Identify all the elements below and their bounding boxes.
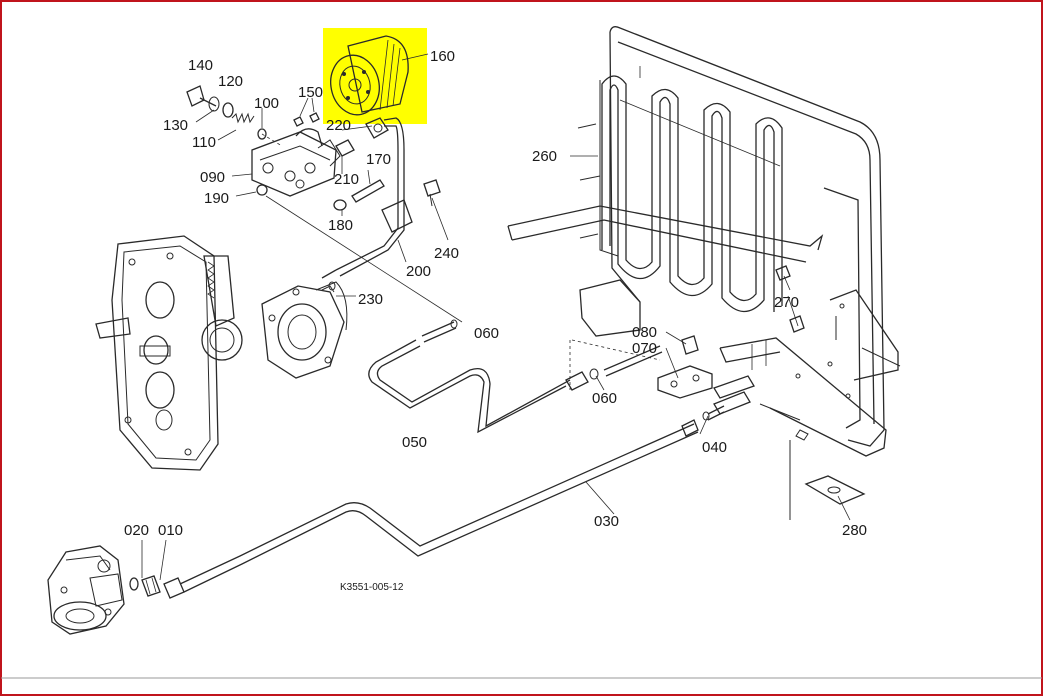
label-060-lower: 060 [592, 390, 617, 407]
pipe-030[interactable] [179, 423, 699, 593]
spring-110[interactable] [231, 112, 255, 124]
transmission-case [95, 235, 243, 471]
fitting-210[interactable] [335, 139, 355, 157]
union-040[interactable] [681, 405, 725, 437]
oil-filter-160[interactable] [323, 28, 427, 124]
bolts-150[interactable] [293, 112, 320, 127]
pipe-200[interactable] [335, 117, 413, 277]
label-140: 140 [188, 57, 213, 74]
oil-cooler-260[interactable] [507, 26, 901, 520]
plug-240[interactable] [423, 179, 441, 207]
label-130: 130 [163, 117, 188, 134]
label-170: 170 [366, 151, 391, 168]
plunger-100[interactable] [257, 128, 283, 147]
label-050: 050 [402, 434, 427, 451]
leader-lines [141, 53, 851, 581]
label-040: 040 [702, 439, 727, 456]
label-020: 020 [124, 522, 149, 539]
part-labels: 160 140 120 100 150 130 110 220 170 210 … [124, 48, 867, 593]
washer-120[interactable] [208, 96, 234, 118]
label-110: 110 [192, 134, 216, 151]
label-180: 180 [328, 217, 353, 234]
label-280: 280 [842, 522, 867, 539]
fitting-010[interactable] [141, 575, 185, 599]
label-010: 010 [158, 522, 183, 539]
pipe-050[interactable] [368, 339, 571, 434]
label-070: 070 [632, 340, 657, 357]
bolt-140[interactable] [186, 85, 217, 107]
label-080: 080 [632, 324, 657, 341]
label-210: 210 [334, 171, 359, 188]
label-090: 090 [200, 169, 225, 186]
bolt-170[interactable] [351, 179, 385, 203]
filter-highlight [323, 28, 427, 124]
label-220: 220 [326, 117, 351, 134]
label-230: 230 [358, 291, 383, 308]
union-060-lower[interactable] [565, 345, 663, 391]
hydraulic-pump [47, 545, 125, 635]
label-160: 160 [430, 48, 455, 65]
label-150: 150 [298, 84, 323, 101]
flange-230[interactable] [261, 281, 348, 379]
bracket-090[interactable] [251, 128, 341, 197]
label-060-upper: 060 [474, 325, 499, 342]
label-240: 240 [434, 245, 459, 262]
label-030: 030 [594, 513, 619, 530]
label-200: 200 [406, 263, 431, 280]
oring-020[interactable] [129, 577, 139, 591]
washer-190[interactable] [256, 184, 268, 196]
fitting-220[interactable] [365, 117, 389, 139]
label-190: 190 [204, 190, 229, 207]
pipe-fittings-center [713, 375, 755, 415]
drawing-code: K3551-005-12 [340, 582, 404, 593]
bracket-070[interactable] [657, 365, 713, 399]
label-260: 260 [532, 148, 557, 165]
connector-080[interactable] [681, 335, 699, 355]
washer-180[interactable] [333, 199, 347, 211]
pipe-060-upper[interactable] [321, 269, 458, 343]
label-270: 270 [774, 294, 799, 311]
plate-280[interactable] [804, 475, 866, 505]
label-100: 100 [254, 95, 279, 112]
label-120: 120 [218, 73, 243, 90]
fittings-270[interactable] [775, 265, 805, 333]
